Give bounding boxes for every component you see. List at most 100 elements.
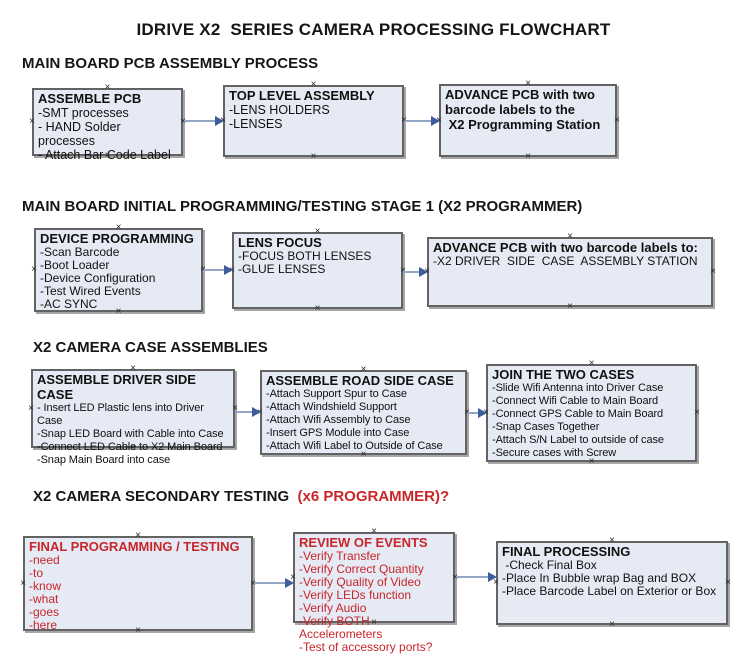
- box-title: FINAL PROCESSING: [502, 544, 631, 559]
- box-item: -goes: [29, 605, 60, 619]
- box-item: -Boot Loader: [40, 258, 110, 272]
- box-item: -Connect GPS Cable to Main Board: [492, 408, 664, 420]
- connection-point-icon: ×: [20, 577, 26, 589]
- flow-arrow: [236, 407, 261, 417]
- flow-arrow: [184, 116, 224, 126]
- flow-arrow: [405, 116, 440, 126]
- box-item: -Check Final Box: [502, 558, 597, 572]
- box-item: -LENSES: [229, 117, 283, 131]
- section-header-text: X2 CAMERA SECONDARY TESTING: [33, 488, 294, 505]
- box-item: -Verify LEDs function: [299, 588, 412, 602]
- box-title: ASSEMBLE ROAD SIDE CASE: [266, 373, 454, 388]
- box-item: -AC SYNC: [40, 297, 98, 311]
- box-item: - Attach Bar Code Label: [38, 148, 171, 162]
- flow-box-assemble-driver-side-case: ASSEMBLE DRIVER SIDE CASE - Insert LED P…: [28, 364, 238, 467]
- flow-box-advance-pcb-programming-station: ADVANCE PCB with two barcode labels to t…: [436, 79, 620, 162]
- box-title: ADVANCE PCB with two barcode labels to:: [433, 240, 698, 255]
- box-title: ADVANCE PCB with two barcode labels to t…: [445, 87, 601, 132]
- section-header-text: MAIN BOARD INITIAL PROGRAMMING/TESTING S…: [22, 198, 583, 215]
- box-title: FINAL PROGRAMMING / TESTING: [29, 539, 240, 554]
- box-item: -what: [29, 592, 59, 606]
- connection-point-icon: ×: [310, 151, 317, 162]
- connection-point-icon: ×: [525, 151, 531, 162]
- flow-box-top-level-assembly: TOP LEVEL ASSEMBLY -LENS HOLDERS -LENSES…: [220, 80, 407, 162]
- flow-box-final-processing: FINAL PROCESSING -Check Final Box -Place…: [493, 536, 731, 630]
- box-title: JOIN THE TWO CASES: [492, 367, 635, 382]
- box-item: -Insert GPS Module into Case: [266, 427, 410, 439]
- page-title: IDRIVE X2 SERIES CAMERA PROCESSING FLOWC…: [136, 20, 611, 39]
- box-item: -Attach Windshield Support: [266, 401, 397, 413]
- flow-box-advance-pcb-case-assembly: ADVANCE PCB with two barcode labels to: …: [424, 232, 716, 312]
- box-item: -Device Configuration: [40, 271, 156, 285]
- box-title: ASSEMBLE PCB: [38, 91, 142, 106]
- box-item: -Verify Quality of Video: [299, 575, 421, 589]
- section-header-secondary-testing: X2 CAMERA SECONDARY TESTING (x6 PROGRAMM…: [33, 488, 449, 505]
- box-item: -Test of accessory ports?: [299, 640, 433, 654]
- box-item: -Place Barcode Label on Exterior or Box: [502, 584, 717, 598]
- box-item: -here: [29, 618, 58, 632]
- box-item: -know: [29, 579, 62, 593]
- connection-point-icon: ×: [180, 116, 186, 127]
- flow-box-review-of-events: REVIEW OF EVENTS -Verify Transfer -Verif…: [290, 527, 458, 654]
- box-item: -Test Wired Events: [40, 284, 141, 298]
- box-item: -Secure cases with Screw: [492, 447, 617, 459]
- flow-box-assemble-pcb: ASSEMBLE PCB -SMT processes - HAND Solde…: [29, 83, 186, 163]
- flow-arrow: [204, 265, 233, 275]
- connection-point-icon: ×: [725, 577, 731, 588]
- box-item: -Connect Wifi Cable to Main Board: [492, 395, 659, 407]
- box-title: DEVICE PROGRAMMING: [40, 231, 194, 246]
- box-item: -Attach Wifi Label to Outside of Case: [266, 440, 443, 452]
- connection-point-icon: ×: [31, 264, 37, 275]
- box-item: -FOCUS BOTH LENSES: [238, 249, 372, 263]
- section-header-red-text: (x6 PROGRAMMER)?: [293, 488, 450, 505]
- section-header-text: MAIN BOARD PCB ASSEMBLY PROCESS: [22, 55, 319, 72]
- box-title: REVIEW OF EVENTS: [299, 535, 428, 550]
- box-item: -Slide Wifi Antenna into Driver Case: [492, 382, 664, 394]
- box-item: -to: [29, 566, 44, 580]
- box-item: -Attach Support Spur to Case: [266, 388, 407, 400]
- box-item: -Connect LED Cable to X2 Main Board: [37, 441, 223, 453]
- box-title: ASSEMBLE DRIVER SIDE CASE: [37, 372, 200, 402]
- section-header-case-assemblies: X2 CAMERA CASE ASSEMBLIES: [33, 339, 268, 356]
- connection-point-icon: ×: [614, 114, 620, 126]
- connection-point-icon: ×: [694, 407, 700, 418]
- connection-point-icon: ×: [29, 116, 35, 127]
- connection-point-icon: ×: [314, 303, 321, 314]
- section-header-initial-programming: MAIN BOARD INITIAL PROGRAMMING/TESTING S…: [22, 198, 582, 215]
- box-item: -Verify Correct Quantity: [299, 562, 424, 576]
- box-item: -Verify BOTH Accelerometers: [299, 614, 383, 641]
- flow-arrow: [254, 578, 294, 588]
- section-header-pcb-assembly: MAIN BOARD PCB ASSEMBLY PROCESS: [22, 55, 318, 72]
- box-item: - HAND Solder processes: [38, 120, 125, 148]
- box-item: -Snap LED Board with Cable into Case: [37, 428, 224, 440]
- box-item: -X2 DRIVER SIDE CASE ASSEMBLY STATION: [433, 254, 698, 268]
- box-item: -Place In Bubble wrap Bag and BOX: [502, 571, 697, 585]
- box-item: -LENS HOLDERS: [229, 103, 330, 117]
- box-item: -need: [29, 553, 60, 567]
- box-item: -Verify Transfer: [299, 549, 381, 563]
- box-item: -GLUE LENSES: [238, 262, 326, 276]
- box-item: -Snap Main Board into case: [37, 454, 171, 466]
- flow-arrow: [468, 408, 487, 418]
- section-header-text: X2 CAMERA CASE ASSEMBLIES: [33, 339, 268, 356]
- connection-point-icon: ×: [567, 301, 573, 312]
- connection-point-icon: ×: [609, 619, 615, 630]
- flow-box-lens-focus: LENS FOCUS -FOCUS BOTH LENSES -GLUE LENS…: [229, 227, 406, 314]
- connection-point-icon: ×: [710, 266, 716, 277]
- flow-arrow: [456, 572, 497, 582]
- box-item: -Scan Barcode: [40, 245, 120, 259]
- box-title: TOP LEVEL ASSEMBLY: [229, 88, 375, 103]
- box-item: -Attach S/N Label to outside of case: [492, 434, 664, 446]
- box-title: LENS FOCUS: [238, 235, 322, 250]
- box-item: -Snap Cases Together: [492, 421, 600, 433]
- flow-arrow: [404, 267, 428, 277]
- flow-box-assemble-road-side-case: ASSEMBLE ROAD SIDE CASE -Attach Support …: [257, 365, 470, 460]
- box-item: -Verify Audio: [299, 601, 367, 615]
- box-item: - Insert LED Plastic lens into Driver Ca…: [37, 402, 207, 427]
- flow-box-final-programming-testing: FINAL PROGRAMMING / TESTING -need -to -k…: [20, 531, 256, 636]
- flow-box-device-programming: DEVICE PROGRAMMING -Scan Barcode -Boot L…: [31, 223, 206, 317]
- box-item: -Attach Wifi Assembly to Case: [266, 414, 411, 426]
- flow-box-join-the-two-cases: JOIN THE TWO CASES -Slide Wifi Antenna i…: [483, 359, 700, 467]
- box-item: -SMT processes: [38, 106, 129, 120]
